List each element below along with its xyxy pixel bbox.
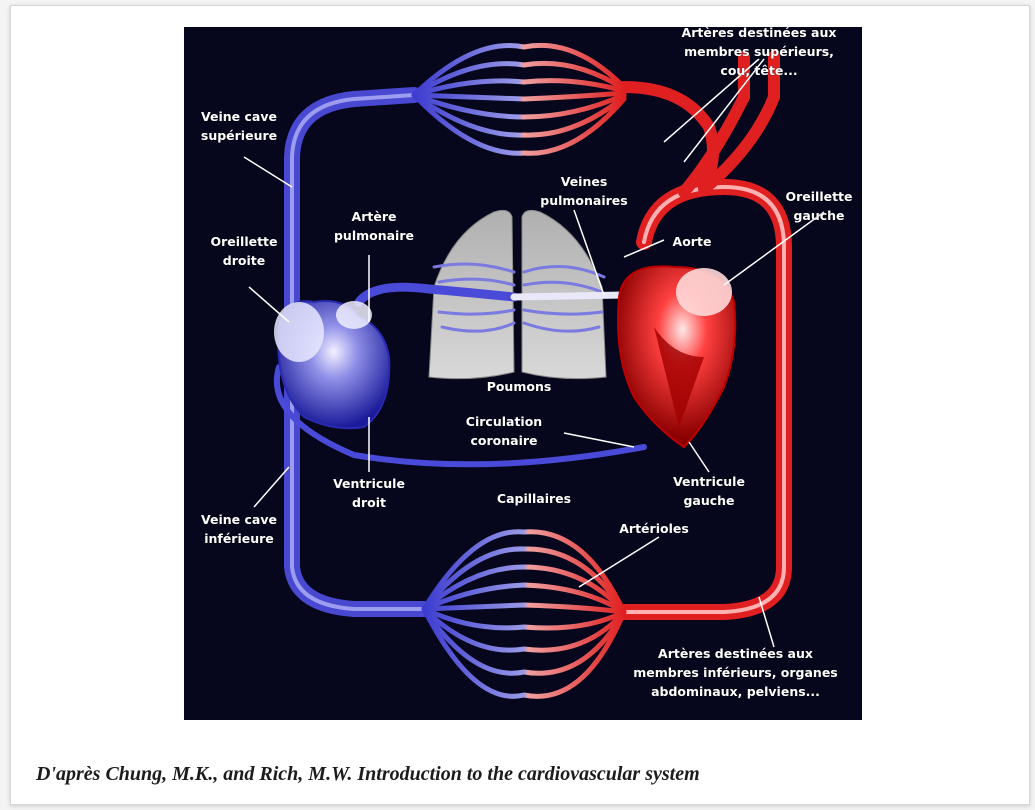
label-veine-cave-superieure: Veine cave supérieure	[184, 107, 294, 145]
label-arterioles: Artérioles	[604, 519, 704, 538]
lower-capillaries	[424, 532, 624, 697]
label-capillaires: Capillaires	[474, 489, 594, 508]
label-ventricule-gauche: Ventricule gauche	[654, 472, 764, 510]
label-arteres-superieures: Artères destinées aux membres supérieurs…	[644, 27, 862, 80]
label-oreillette-droite: Oreillette droite	[194, 232, 294, 270]
upper-capillaries	[414, 45, 624, 153]
label-artere-pulmonaire: Artère pulmonaire	[324, 207, 424, 245]
label-veine-cave-inferieure: Veine cave inférieure	[184, 510, 294, 548]
label-ventricule-droit: Ventricule droit	[314, 474, 424, 512]
label-veines-pulmonaires: Veines pulmonaires	[529, 172, 639, 210]
circulation-diagram: Artères destinées aux membres supérieurs…	[184, 27, 862, 720]
label-circulation-coronaire: Circulation coronaire	[444, 412, 564, 450]
figure-caption: D'après Chung, M.K., and Rich, M.W. Intr…	[36, 763, 1016, 786]
label-arteres-inferieures: Artères destinées aux membres inférieurs…	[609, 644, 862, 701]
label-poumons: Poumons	[469, 377, 569, 396]
label-oreillette-gauche: Oreillette gauche	[764, 187, 862, 225]
label-aorte: Aorte	[662, 232, 722, 251]
left-heart	[618, 266, 735, 447]
